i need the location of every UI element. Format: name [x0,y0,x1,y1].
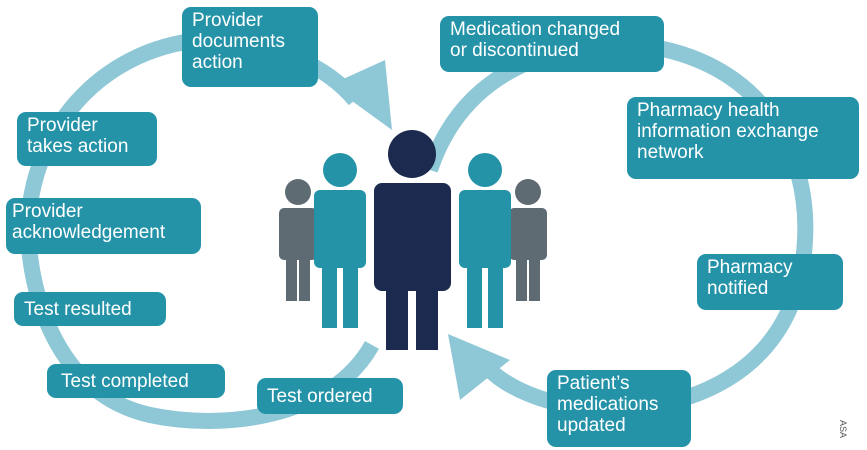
provider-acknowledgement-box: Provider acknowledgement [6,198,201,254]
person-mid-left [314,153,366,328]
test-resulted-box: Test resulted [14,292,166,326]
pharmacy-notified-box: Pharmacy notified [697,254,843,310]
medication-changed-box: Medication changed or discontinued [440,16,664,72]
person-center [374,130,451,350]
left-cycle-arrowhead [330,60,392,130]
person-outer-left [279,179,317,301]
care-team-figure-group [279,130,547,350]
side-tag: ASA [838,420,848,439]
pharmacy-hie-network-box: Pharmacy health information exchange net… [627,97,859,179]
provider-takes-action-box: Provider takes action [17,112,157,166]
test-completed-box: Test completed [47,364,225,398]
test-ordered-box: Test ordered [257,378,403,414]
patient-medications-updated-box: Patient’s medications updated [547,370,691,447]
person-outer-right [509,179,547,301]
right-cycle-arrowhead [448,334,510,400]
person-mid-right [459,153,511,328]
provider-documents-action-box: Provider documents action [182,7,318,87]
